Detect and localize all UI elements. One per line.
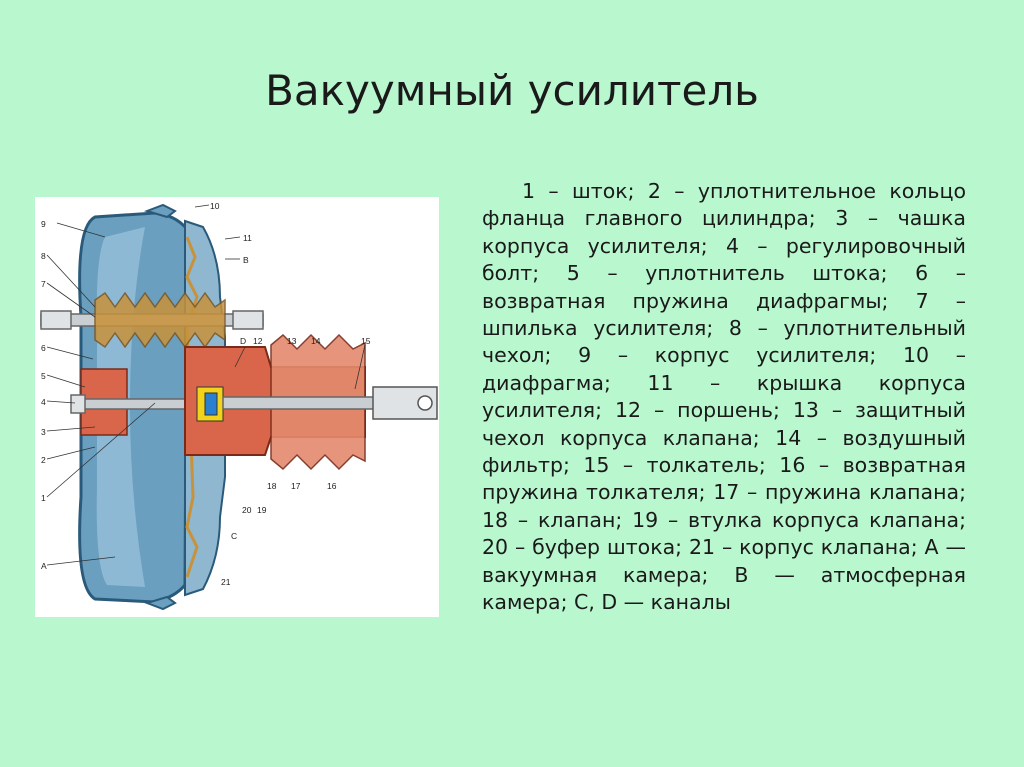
legend-text: 1 – шток; 2 – уплотнительное кольцо флан… xyxy=(482,179,966,615)
stud-thread-left xyxy=(40,310,72,330)
label-11: 11 xyxy=(243,233,252,243)
adjust-bolt xyxy=(70,394,86,414)
label-5: 5 xyxy=(41,371,46,381)
label-18: 18 xyxy=(267,481,277,491)
slide-title: Вакуумный усилитель xyxy=(265,66,759,115)
label-19: 19 xyxy=(257,505,267,515)
vacuum-booster-diagram: 10 9 11 B 8 7 D 12 13 14 15 6 5 4 3 2 18… xyxy=(35,197,439,617)
label-21: 21 xyxy=(221,577,231,587)
label-6: 6 xyxy=(41,343,46,353)
label-3: 3 xyxy=(41,427,46,437)
label-12: 12 xyxy=(253,336,263,346)
label-14: 14 xyxy=(311,336,321,346)
label-C: C xyxy=(231,531,237,541)
pushrod xyxy=(222,396,384,410)
label-B: B xyxy=(243,255,249,265)
stud-thread-right xyxy=(232,310,264,330)
label-1: 1 xyxy=(41,493,46,503)
diagram-svg: 10 9 11 B 8 7 D 12 13 14 15 6 5 4 3 2 18… xyxy=(40,201,438,611)
clevis-hole xyxy=(417,395,433,411)
leader-lines xyxy=(46,204,366,566)
label-9: 9 xyxy=(41,219,46,229)
piston-blue xyxy=(204,392,218,416)
label-17: 17 xyxy=(291,481,301,491)
label-8: 8 xyxy=(41,251,46,261)
label-13: 13 xyxy=(287,336,297,346)
label-7: 7 xyxy=(41,279,46,289)
label-16: 16 xyxy=(327,481,337,491)
label-D: D xyxy=(240,336,246,346)
label-10: 10 xyxy=(210,201,220,211)
label-15: 15 xyxy=(361,336,371,346)
label-20: 20 xyxy=(242,505,252,515)
label-2: 2 xyxy=(41,455,46,465)
flange-top xyxy=(143,203,177,219)
label-4: 4 xyxy=(41,397,46,407)
flange-bottom xyxy=(143,595,177,611)
bellows-seal xyxy=(94,291,226,349)
label-A: A xyxy=(41,561,47,571)
